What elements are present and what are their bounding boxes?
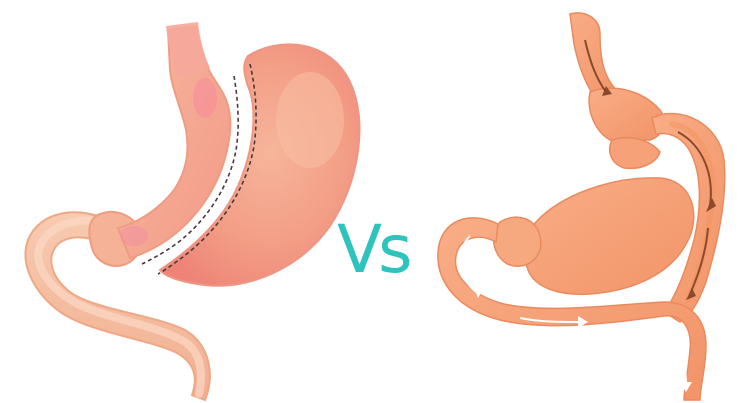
left-pylorus-highlight <box>120 226 148 246</box>
left-sleeve-highlight <box>193 78 217 118</box>
left-removed-highlight <box>276 72 344 168</box>
right-pylorus <box>494 217 541 266</box>
vs-label: Vs <box>337 212 409 288</box>
right-upper-remnant <box>610 138 660 169</box>
gastric-bypass-stomach-illustration <box>438 13 725 400</box>
right-bypassed-stomach <box>525 178 694 294</box>
sleeve-gastrectomy-stomach-illustration <box>26 22 360 400</box>
right-pouch <box>589 88 664 140</box>
